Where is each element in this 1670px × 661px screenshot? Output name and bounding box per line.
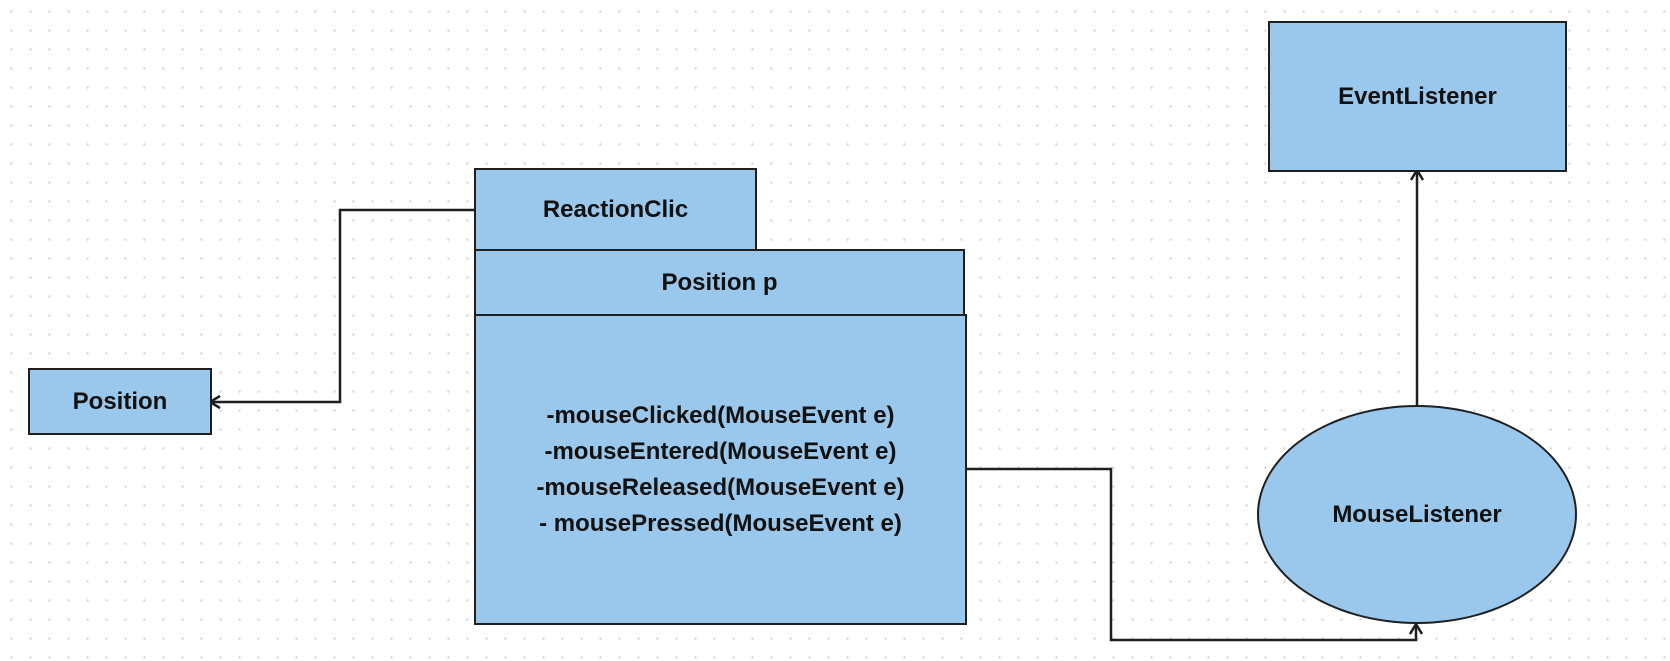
method-mousepressed: - mousePressed(MouseEvent e) [539,509,902,537]
arrowhead-mouselistener-icon [1408,621,1424,635]
reactionclic-node[interactable]: ReactionClic [474,168,757,251]
method-mousereleased: -mouseReleased(MouseEvent e) [536,473,905,501]
methods-node[interactable]: -mouseClicked(MouseEvent e) -mouseEntere… [474,314,967,625]
method-mouseclicked: -mouseClicked(MouseEvent e) [546,401,895,429]
connector-reactionclic-to-position [210,208,475,404]
method-mouseentered: -mouseEntered(MouseEvent e) [544,437,897,465]
connector-methods-to-mouselistener [967,467,1418,642]
mouselistener-label: MouseListener [1332,500,1502,528]
position-field-label: Position p [661,268,778,296]
position-node[interactable]: Position [28,368,212,435]
position-label: Position [72,387,168,415]
position-field-node[interactable]: Position p [474,249,965,316]
reactionclic-label: ReactionClic [542,195,689,223]
eventlistener-node[interactable]: EventListener [1268,21,1567,172]
eventlistener-label: EventListener [1338,82,1497,110]
mouselistener-node[interactable]: MouseListener [1257,405,1577,624]
